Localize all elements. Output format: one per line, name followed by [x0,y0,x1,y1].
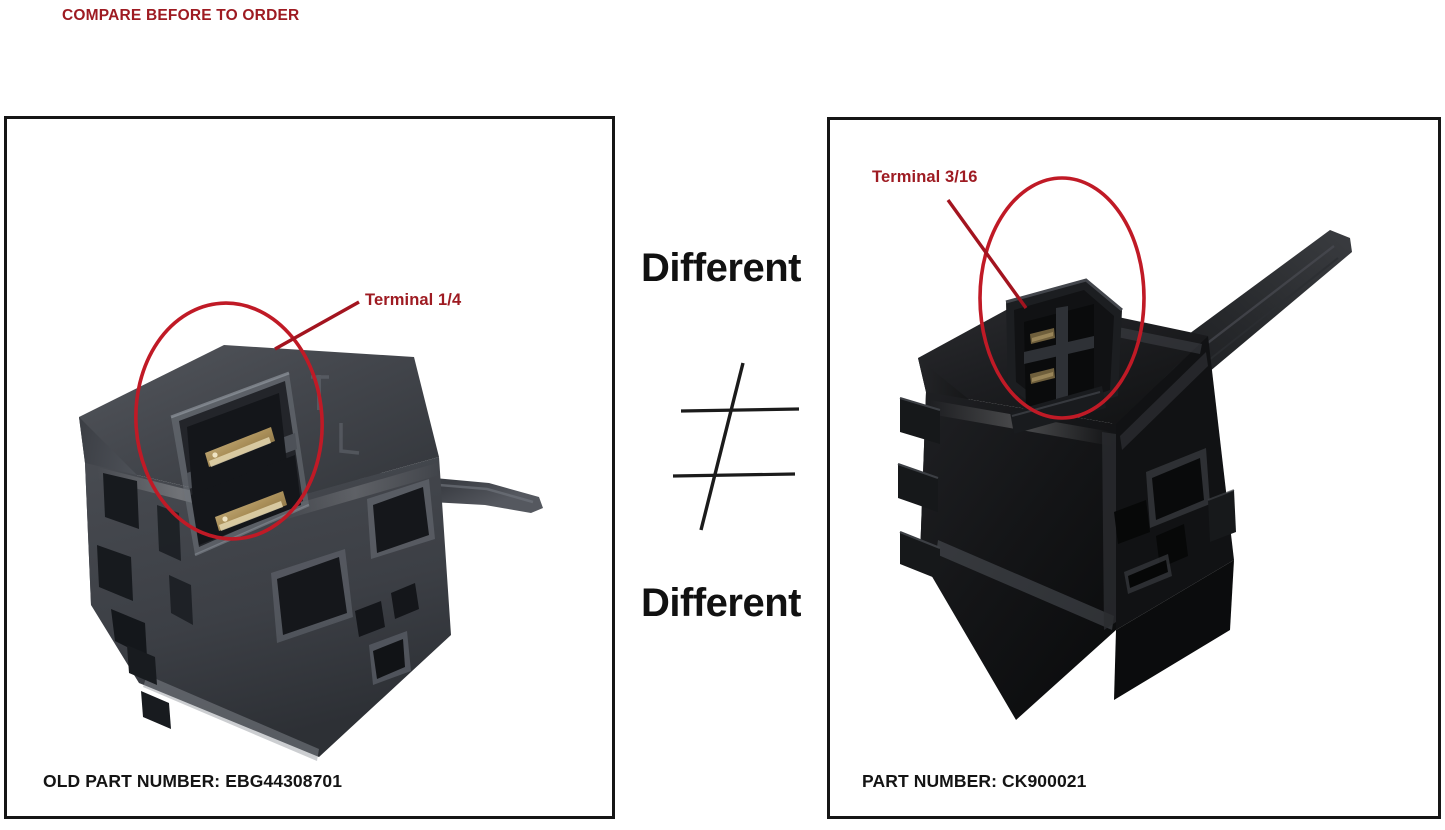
new-part-number-caption: PART NUMBER: CK900021 [862,771,1087,791]
new-part-panel: Terminal 3/16 PART NUMBER: CK900021 [827,117,1441,819]
terminal-highlight-right [946,176,1146,420]
callout-leader-line-left [274,300,360,351]
verdict-bottom: Different [641,581,801,625]
mount-ear [1208,490,1236,542]
side-mount-ribs [897,396,941,580]
terminal-housing-three-sixteenths [1005,278,1123,434]
blade-terminal-2 [1030,368,1055,384]
terminal-highlight-left [134,300,360,541]
compare-before-order-note: COMPARE BEFORE TO ORDER [62,7,300,24]
front-openings [271,479,435,685]
relay-bottom-face [1114,560,1234,700]
terminal-housing-quarter-inch [170,371,310,557]
new-relay-photo [897,230,1352,720]
not-equal-icon [672,362,800,531]
blade-terminal-1 [1030,328,1055,344]
side-vent-slots [97,473,193,657]
blade-terminal-1 [205,427,275,467]
old-part-panel: Terminal 1/4 OLD PART NUMBER: EBG4430870… [4,116,615,819]
old-relay-photo [79,345,543,761]
relay-front-face-left [920,392,1116,720]
blade-terminal-2 [215,491,287,531]
terminal-callout-left: Terminal 1/4 [365,291,462,309]
verdict-top: Different [641,246,801,290]
old-part-number-caption: OLD PART NUMBER: EBG44308701 [43,771,343,791]
front-openings [1114,448,1210,594]
bottom-notches [127,645,171,729]
terminal-callout-right: Terminal 3/16 [872,168,978,186]
callout-leader-line-right [946,199,1028,309]
